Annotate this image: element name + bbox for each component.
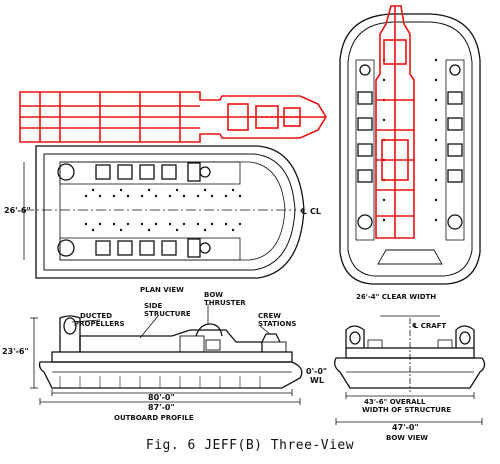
bow-view-title: BOW VIEW xyxy=(386,434,428,442)
callout-ducted-propellers-line2: PROPELLERS xyxy=(74,320,125,328)
profile-waterline-dimension: 0'-0" xyxy=(306,367,327,376)
red-vehicle-overlay-bow xyxy=(375,5,415,239)
profile-length-87: 87'-0" xyxy=(148,403,175,412)
plan-view-title: PLAN VIEW xyxy=(140,286,184,294)
profile-waterline-label: WL xyxy=(310,376,324,385)
callout-bow-thruster-line2: THRUSTER xyxy=(204,299,246,307)
plan-deck-tiedowns xyxy=(84,188,242,232)
profile-height-dimension: 23'-6" xyxy=(2,347,29,356)
bow-view-width-dimension: 47'-0" xyxy=(392,423,419,432)
callout-crew-stations-line1: CREW xyxy=(258,312,281,320)
bow-view xyxy=(334,315,486,425)
bow-view-craft-centerline: ℄ CRAFT xyxy=(412,322,446,330)
plan-centerline-label: ℄ CL xyxy=(300,207,321,216)
red-vehicle-overlay-plan xyxy=(19,91,327,143)
plan-width-dimension: 26'-6" xyxy=(4,206,31,215)
callout-bow-thruster-line1: BOW xyxy=(204,291,223,299)
bow-overall-width-line2: WIDTH OF STRUCTURE xyxy=(362,406,451,414)
profile-view-title: OUTBOARD PROFILE xyxy=(114,414,194,422)
plan-view xyxy=(23,145,305,279)
callout-crew-stations-line2: STATIONS xyxy=(258,320,296,328)
bow-plan-view xyxy=(339,13,481,285)
outboard-profile xyxy=(30,304,303,405)
callout-side-structure-line2: STRUCTURE xyxy=(144,310,191,318)
callout-ducted-propellers-line1: DUCTED xyxy=(80,312,112,320)
profile-length-80: 80'-0" xyxy=(148,393,175,402)
bow-clear-width-dimension: 26'-4" CLEAR WIDTH xyxy=(356,293,436,301)
callout-side-structure-line1: SIDE xyxy=(144,302,162,310)
figure-caption: Fig. 6 JEFF(B) Three-View xyxy=(145,438,355,453)
bow-overall-width-line1: 43'-6" OVERALL xyxy=(364,398,426,406)
